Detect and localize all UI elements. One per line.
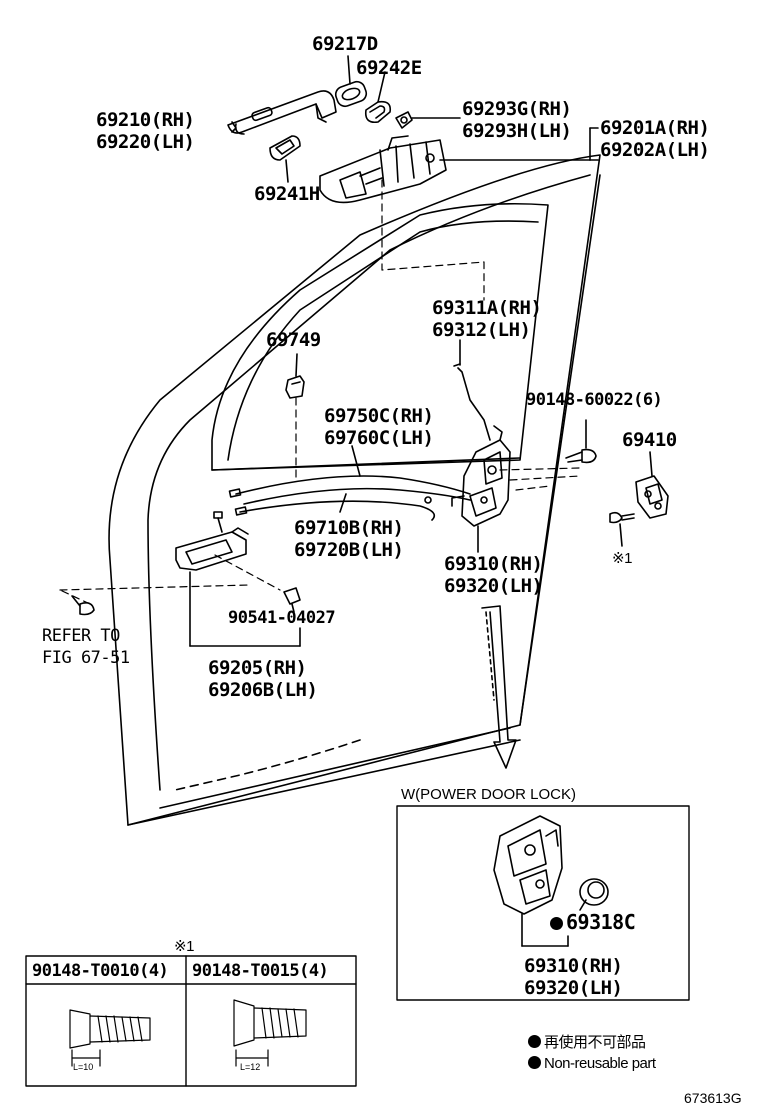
fastener-table bbox=[25, 955, 357, 1087]
pad-69241h bbox=[269, 135, 301, 183]
power-lock-box bbox=[396, 805, 690, 1001]
cables bbox=[228, 445, 471, 521]
legend-dot-icon-en bbox=[528, 1056, 541, 1069]
outside-handle-69210 bbox=[227, 90, 337, 135]
legend-en: Non-reusable part bbox=[528, 1053, 656, 1074]
refer-screw bbox=[71, 595, 95, 616]
label-69242e: 69242E bbox=[356, 57, 422, 79]
label-fig-67-51: FIG 67-51 bbox=[42, 648, 130, 668]
arrow-to-power-box bbox=[481, 605, 517, 769]
label-69710b-rh: 69710B(RH) bbox=[294, 517, 404, 539]
fastener-part-2: 90148-T0015(4) bbox=[192, 961, 329, 981]
label-69320-lh: 69320(LH) bbox=[444, 575, 543, 597]
screw-t0010 bbox=[69, 1009, 151, 1067]
power-lock-title: W(POWER DOOR LOCK) bbox=[401, 786, 576, 803]
legend-jp: 再使用不可部品 bbox=[528, 1032, 646, 1053]
label-69318c-text: 69318C bbox=[566, 910, 636, 934]
power-lock-assembly bbox=[493, 815, 569, 947]
clip-69749 bbox=[285, 353, 305, 399]
fastener-length-1: L=10 bbox=[73, 1062, 94, 1072]
label-69318c: 69318C bbox=[550, 910, 636, 934]
label-asterisk1: ※1 bbox=[612, 550, 632, 567]
label-69241h: 69241H bbox=[254, 183, 320, 205]
clip-90541 bbox=[283, 587, 301, 647]
label-90541-04027: 90541-04027 bbox=[228, 608, 336, 628]
legend-jp-text: 再使用不可部品 bbox=[544, 1034, 646, 1051]
label-69760c-lh: 69760C(LH) bbox=[324, 427, 434, 449]
label-69311a-rh: 69311A(RH) bbox=[432, 297, 542, 319]
grommet-69318c bbox=[579, 878, 609, 911]
guide-lines bbox=[59, 179, 581, 605]
label-69293g-rh: 69293G(RH) bbox=[462, 98, 572, 120]
screw-striker bbox=[609, 511, 635, 547]
label-69217d: 69217D bbox=[312, 33, 378, 55]
label-69750c-rh: 69750C(RH) bbox=[324, 405, 434, 427]
label-box-69320-lh: 69320(LH) bbox=[524, 977, 623, 999]
door-lock-69310 bbox=[451, 425, 511, 553]
label-69220-lh: 69220(LH) bbox=[96, 131, 195, 153]
label-box-69310-rh: 69310(RH) bbox=[524, 955, 623, 977]
screw-90148-60022 bbox=[565, 419, 597, 464]
pad-69242e bbox=[364, 71, 392, 124]
non-reusable-dot-icon bbox=[550, 917, 563, 930]
rod-69311a bbox=[453, 339, 491, 441]
label-69201a-rh: 69201A(RH) bbox=[600, 117, 710, 139]
label-refer-to: REFER TO bbox=[42, 626, 120, 646]
legend-dot-icon-jp bbox=[528, 1035, 541, 1048]
label-90148-60022: 90148-60022(6) bbox=[526, 390, 663, 410]
label-69202a-lh: 69202A(LH) bbox=[600, 139, 710, 161]
label-69310-rh: 69310(RH) bbox=[444, 553, 543, 575]
label-69749: 69749 bbox=[266, 329, 321, 351]
label-69410: 69410 bbox=[622, 429, 677, 451]
label-69205-rh: 69205(RH) bbox=[208, 657, 307, 679]
legend-en-text: Non-reusable part bbox=[544, 1055, 656, 1072]
cover-69217d bbox=[334, 55, 368, 108]
fastener-length-2: L=12 bbox=[240, 1062, 261, 1072]
label-69210-rh: 69210(RH) bbox=[96, 109, 195, 131]
clip-69293g bbox=[395, 111, 461, 129]
figure-id: 673613G bbox=[684, 1090, 742, 1106]
label-69206b-lh: 69206B(LH) bbox=[208, 679, 318, 701]
screw-t0015 bbox=[233, 999, 307, 1067]
fastener-table-marker: ※1 bbox=[174, 938, 194, 955]
label-69312-lh: 69312(LH) bbox=[432, 319, 531, 341]
label-69720b-lh: 69720B(LH) bbox=[294, 539, 404, 561]
striker-69410 bbox=[635, 451, 669, 519]
door-frame bbox=[108, 154, 601, 826]
label-69293h-lh: 69293H(LH) bbox=[462, 120, 572, 142]
fastener-part-1: 90148-T0010(4) bbox=[32, 961, 169, 981]
handle-frame-69201a bbox=[319, 127, 599, 204]
inside-handle-69205 bbox=[175, 511, 301, 647]
